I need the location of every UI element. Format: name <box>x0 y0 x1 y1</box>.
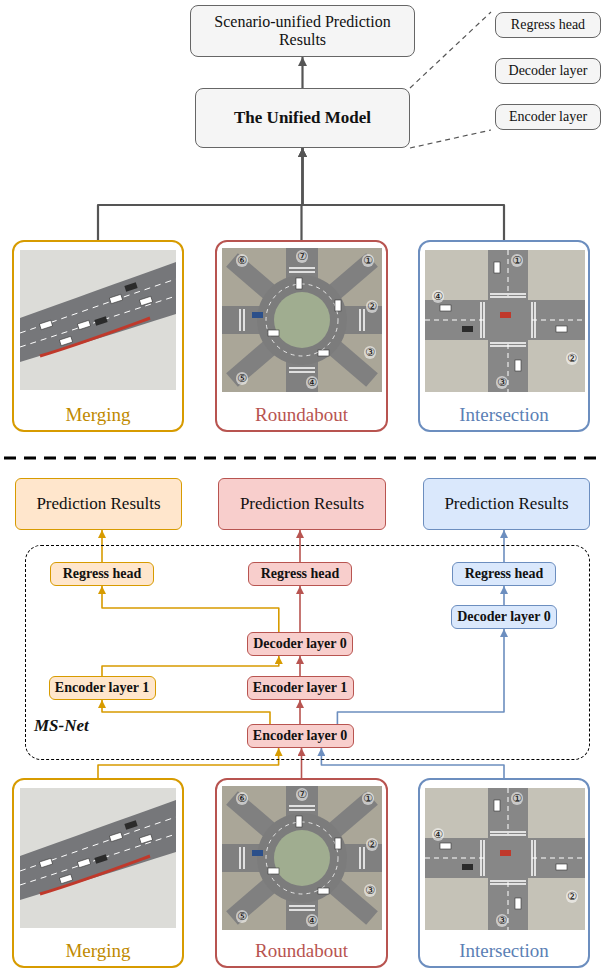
callout-number: ⑤ <box>236 372 248 385</box>
node-label: Decoder layer 0 <box>253 636 347 652</box>
node-label: The Unified Model <box>234 108 371 128</box>
node-label: Merging <box>65 940 130 962</box>
layer-box: Encoder layer 1 <box>49 676 156 700</box>
node-label: Encoder layer 0 <box>253 728 347 744</box>
flow-arrow <box>337 629 504 724</box>
scenario-box: Merging <box>12 778 184 968</box>
node-label: Regress head <box>261 566 340 582</box>
callout-number: ① <box>511 792 523 805</box>
layer-box: Decoder layer <box>495 58 601 84</box>
callout-number: ⑥ <box>236 792 248 805</box>
callout-number: ③ <box>496 914 508 927</box>
callout-number: ④ <box>432 290 444 303</box>
layer-box: Encoder layer 0 <box>247 724 354 748</box>
node-label: Roundabout <box>255 940 348 962</box>
callout-number: ① <box>362 254 374 267</box>
flow-arrow <box>299 530 301 562</box>
layer-box: Regress head <box>495 12 601 38</box>
flow-arrow <box>503 586 505 605</box>
callout-number: ⑦ <box>296 788 308 801</box>
node-label: Encoder layer 1 <box>253 680 347 696</box>
scenario-box: Intersection <box>418 240 590 432</box>
layer-box: Regress head <box>248 562 352 586</box>
model-box: The Unified Model <box>195 88 410 148</box>
flow-arrow <box>303 148 505 240</box>
node-label: Encoder layer <box>509 109 587 125</box>
layer-box: Regress head <box>452 562 556 586</box>
flow-arrow <box>299 656 301 676</box>
scenario-box: Roundabout <box>215 240 388 432</box>
node-label: Decoder layer 0 <box>457 609 551 625</box>
node-label: Roundabout <box>255 404 348 426</box>
callout-number: ② <box>366 838 378 851</box>
flow-arrow <box>98 148 303 240</box>
node-label: Scenario-unified Prediction Results <box>191 13 414 50</box>
layer-box: Decoder layer 0 <box>247 632 353 656</box>
layer-box: Regress head <box>50 562 154 586</box>
flow-arrow <box>102 586 279 632</box>
callout-number: ① <box>511 254 523 267</box>
flow-arrow <box>102 656 279 676</box>
flow-arrow <box>102 700 270 724</box>
callout-number: ⑦ <box>296 250 308 263</box>
flow-arrow <box>301 748 303 778</box>
scenario-box: Roundabout <box>215 778 388 968</box>
callout-number: ③ <box>364 346 376 359</box>
callout-number: ⑥ <box>236 254 248 267</box>
layer-box: Encoder layer 1 <box>247 676 354 700</box>
callout-number: ③ <box>364 884 376 897</box>
dashed-leader <box>410 12 491 88</box>
node-label: Prediction Results <box>444 494 568 514</box>
flow-arrow <box>299 586 301 632</box>
node-label: Encoder layer 1 <box>55 680 149 696</box>
network-region: MS-Net Regress head Regress head Regress he… <box>25 545 590 760</box>
node-label: Intersection <box>459 404 549 426</box>
callout-number: ② <box>366 300 378 313</box>
output-box: Prediction Results <box>423 478 590 530</box>
flow-arrow <box>101 530 103 562</box>
flow-arrow <box>299 700 301 724</box>
node-label: Regress head <box>63 566 142 582</box>
node-label: Regress head <box>511 17 585 33</box>
node-label: Decoder layer <box>509 63 588 79</box>
output-box: Scenario-unified Prediction Results <box>190 5 415 57</box>
flow-arrow <box>321 748 504 778</box>
flow-arrow <box>503 530 505 562</box>
node-label: Prediction Results <box>36 494 160 514</box>
dashed-leader <box>410 130 491 148</box>
callout-number: ② <box>566 890 578 903</box>
output-box: Prediction Results <box>15 478 182 530</box>
flow-arrow <box>301 57 303 88</box>
layer-box: Decoder layer 0 <box>451 605 557 629</box>
layer-box: Encoder layer <box>495 104 601 130</box>
node-label: Merging <box>65 404 130 426</box>
node-label: Regress head <box>465 566 544 582</box>
network-name: MS-Net <box>34 716 89 736</box>
callout-number: ① <box>362 792 374 805</box>
callout-number: ④ <box>306 376 318 389</box>
flow-arrow <box>98 748 279 778</box>
callout-number: ⑤ <box>236 910 248 923</box>
callout-number: ③ <box>496 376 508 389</box>
node-label: Prediction Results <box>240 494 364 514</box>
callout-number: ④ <box>306 914 318 927</box>
scenario-box: Merging <box>12 240 184 432</box>
callout-number: ④ <box>432 828 444 841</box>
scenario-box: Intersection <box>418 778 590 968</box>
output-box: Prediction Results <box>218 478 386 530</box>
node-label: Intersection <box>459 940 549 962</box>
callout-number: ② <box>566 352 578 365</box>
